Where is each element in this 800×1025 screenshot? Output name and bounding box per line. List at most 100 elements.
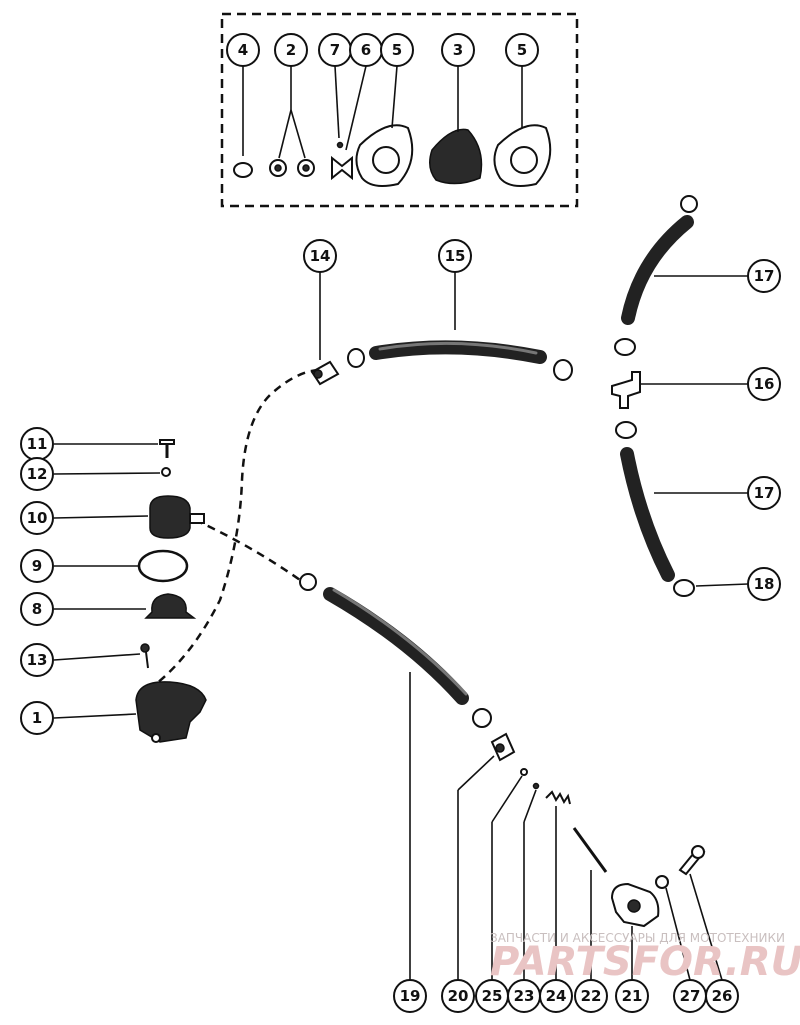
clamp-17-mid-upper <box>614 338 636 356</box>
part-13-screw <box>140 643 150 653</box>
callout-26: 26 <box>705 979 739 1013</box>
callout-4: 4 <box>226 33 260 67</box>
hose-19-highlight <box>332 588 468 696</box>
svg-text:18: 18 <box>754 575 775 593</box>
callout-23: 23 <box>507 979 541 1013</box>
clamp-17-top <box>680 195 698 213</box>
part-12-washer <box>161 467 171 477</box>
clamp-15-right <box>553 359 573 381</box>
repair-kit-box <box>220 12 579 208</box>
hose-19 <box>323 587 469 705</box>
callout-10: 10 <box>20 501 54 535</box>
svg-text:1: 1 <box>32 709 42 727</box>
hose-17-upper <box>621 215 694 325</box>
callout-22: 22 <box>574 979 608 1013</box>
callout-7: 7 <box>318 33 352 67</box>
svg-text:17: 17 <box>754 267 775 285</box>
svg-text:24: 24 <box>546 987 567 1005</box>
part-3-diaphragm <box>429 128 483 185</box>
part-leaders <box>53 272 749 981</box>
kit-leaders <box>242 65 523 159</box>
svg-text:6: 6 <box>361 41 371 59</box>
svg-text:5: 5 <box>517 41 527 59</box>
fittings <box>299 195 698 728</box>
part-6-retainer <box>331 155 353 181</box>
callout-21: 21 <box>615 979 649 1013</box>
hose-15-highlight <box>378 341 538 355</box>
clamp-19-top <box>299 573 317 591</box>
part-10-outlet <box>189 513 205 524</box>
svg-text:26: 26 <box>712 987 733 1005</box>
clamp-17-mid-lower <box>615 421 637 439</box>
callout-3: 3 <box>441 33 475 67</box>
part-18-clamp <box>673 579 695 597</box>
part-4-ring <box>233 162 253 178</box>
callout-14: 14 <box>303 239 337 273</box>
svg-text:21: 21 <box>622 987 643 1005</box>
svg-text:14: 14 <box>310 247 331 265</box>
dashed-route-filter <box>194 518 301 582</box>
callout-1: 1 <box>20 701 54 735</box>
part-27-nut <box>655 875 669 889</box>
callout-5b: 5 <box>505 33 539 67</box>
watermark-line: ЗАПЧАСТИ И АКСЕССУАРЫ ДЛЯ МОТОТЕХНИКИ <box>490 931 785 945</box>
svg-text:9: 9 <box>32 557 42 575</box>
callout-13: 13 <box>20 643 54 677</box>
part-11-screw-head <box>159 439 175 445</box>
svg-text:2: 2 <box>286 41 296 59</box>
callout-12: 12 <box>20 457 54 491</box>
callout-17b: 17 <box>747 476 781 510</box>
svg-text:13: 13 <box>27 651 48 669</box>
callout-6: 6 <box>349 33 383 67</box>
kit-parts <box>233 124 552 187</box>
svg-text:11: 11 <box>27 435 48 453</box>
part-2-valve-a-center <box>274 164 282 172</box>
part-5-gasket-b-hole <box>510 146 538 174</box>
svg-text:27: 27 <box>680 987 701 1005</box>
callout-11: 11 <box>20 427 54 461</box>
part-10-bowl <box>149 495 191 539</box>
dashed-route-main <box>147 368 319 692</box>
clamp-15-left <box>347 348 365 368</box>
part-2-valve-b-center <box>302 164 310 172</box>
part-16-tee <box>611 371 641 409</box>
callout-9: 9 <box>20 549 54 583</box>
part-23-ball <box>532 782 540 790</box>
svg-text:16: 16 <box>754 375 775 393</box>
svg-text:12: 12 <box>27 465 48 483</box>
svg-text:25: 25 <box>482 987 503 1005</box>
svg-text:20: 20 <box>448 987 469 1005</box>
svg-text:8: 8 <box>32 600 42 618</box>
part-25-seal <box>520 768 528 776</box>
svg-text:7: 7 <box>330 41 340 59</box>
svg-text:3: 3 <box>453 41 463 59</box>
svg-text:17: 17 <box>754 484 775 502</box>
callout-25: 25 <box>475 979 509 1013</box>
callout-24: 24 <box>539 979 573 1013</box>
svg-text:10: 10 <box>27 509 48 527</box>
svg-text:19: 19 <box>400 987 421 1005</box>
svg-text:4: 4 <box>238 41 248 59</box>
part-22-needle <box>572 827 608 873</box>
callout-5a: 5 <box>380 33 414 67</box>
callout-8: 8 <box>20 592 54 626</box>
hose-17-lower <box>620 447 675 582</box>
callout-27: 27 <box>673 979 707 1013</box>
part-9-o-ring <box>137 549 189 583</box>
svg-text:23: 23 <box>514 987 535 1005</box>
callout-2: 2 <box>274 33 308 67</box>
svg-text:22: 22 <box>581 987 602 1005</box>
callout-17a: 17 <box>747 259 781 293</box>
callout-15: 15 <box>438 239 472 273</box>
part-8-filter <box>144 593 197 619</box>
part-5-gasket-a-hole <box>372 146 400 174</box>
svg-text:15: 15 <box>445 247 466 265</box>
clamp-19-bottom <box>472 708 492 728</box>
hose-15 <box>369 340 547 364</box>
part-1-pump-body <box>135 681 207 743</box>
watermark-logo: PARTSFOR.RU <box>490 939 800 985</box>
lower-right-assembly <box>490 732 706 928</box>
svg-text:5: 5 <box>392 41 402 59</box>
